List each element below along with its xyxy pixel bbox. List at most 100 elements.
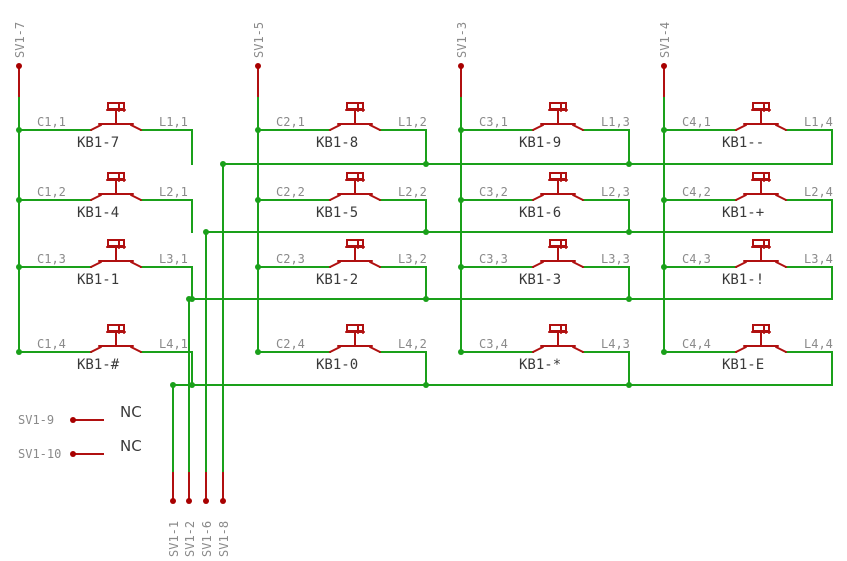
connector-pin-tip <box>255 63 261 69</box>
connector-pin-tip <box>70 451 76 457</box>
wire-layer <box>18 96 833 499</box>
pushbutton-symbol <box>532 324 584 353</box>
side-connector-label: SV1-9 <box>18 413 54 427</box>
column-pin-label: C3,3 <box>479 252 508 266</box>
switch-cap <box>107 324 125 332</box>
top-connector-label: SV1-4 <box>658 22 672 58</box>
switch-lead <box>90 124 102 131</box>
switch-lead <box>369 346 381 353</box>
switch-cap <box>752 239 770 247</box>
switch-lead <box>90 261 102 268</box>
bottom-connector-label: SV1-6 <box>200 521 214 557</box>
button-name: KB1-+ <box>722 205 764 221</box>
connector-pin-tip <box>70 417 76 423</box>
row-pin-label: L3,2 <box>398 252 427 266</box>
column-pin-label: C2,1 <box>276 115 305 129</box>
row-pin-label: L4,4 <box>804 337 833 351</box>
column-pin-label: C4,1 <box>682 115 711 129</box>
junction-dot <box>661 127 667 133</box>
column-pin-label: C2,4 <box>276 337 305 351</box>
switch-lead <box>369 194 381 201</box>
pushbutton-symbol <box>532 239 584 268</box>
junction-dot <box>626 229 632 235</box>
button-symbols-layer <box>90 102 787 353</box>
junction-dot <box>661 349 667 355</box>
top-connector-label: SV1-3 <box>455 22 469 58</box>
connector-pins-layer <box>16 63 667 504</box>
switch-lead <box>369 261 381 268</box>
switch-cap <box>107 102 125 110</box>
switch-lead <box>572 346 584 353</box>
row-pin-label: L2,3 <box>601 185 630 199</box>
row-pin-label: L2,4 <box>804 185 833 199</box>
switch-lead <box>735 194 747 201</box>
top-connector-label: SV1-5 <box>252 22 266 58</box>
switch-lead <box>775 261 787 268</box>
column-pin-label: C2,3 <box>276 252 305 266</box>
junction-dot <box>661 264 667 270</box>
column-pin-label: C3,1 <box>479 115 508 129</box>
row-pin-label: L3,1 <box>159 252 188 266</box>
junction-dot <box>16 197 22 203</box>
button-name: KB1-3 <box>519 272 561 288</box>
column-pin-label: C4,2 <box>682 185 711 199</box>
button-name: KB1-7 <box>77 135 119 151</box>
pushbutton-symbol <box>90 102 142 131</box>
pushbutton-symbol <box>735 324 787 353</box>
switch-lead <box>90 194 102 201</box>
bottom-connector-label: SV1-8 <box>217 521 231 557</box>
button-name: KB1-# <box>77 357 120 373</box>
button-name: KB1-* <box>519 357 561 373</box>
switch-cap <box>346 239 364 247</box>
column-pin-label: C3,2 <box>479 185 508 199</box>
switch-cap <box>752 324 770 332</box>
connector-pin-tip <box>661 63 667 69</box>
switch-cap <box>549 239 567 247</box>
junction-dot <box>423 229 429 235</box>
junction-dot <box>255 349 261 355</box>
row-pin-label: L1,2 <box>398 115 427 129</box>
switch-lead <box>775 124 787 131</box>
switch-lead <box>130 261 142 268</box>
junction-dot <box>255 127 261 133</box>
column-pin-label: C3,4 <box>479 337 508 351</box>
junction-dot <box>626 382 632 388</box>
pushbutton-symbol <box>735 239 787 268</box>
switch-lead <box>329 346 341 353</box>
switch-lead <box>329 124 341 131</box>
switch-cap <box>107 239 125 247</box>
switch-lead <box>735 346 747 353</box>
switch-lead <box>130 124 142 131</box>
row-pin-label: L3,4 <box>804 252 833 266</box>
column-pin-label: C1,4 <box>37 337 66 351</box>
switch-lead <box>369 124 381 131</box>
switch-cap <box>346 324 364 332</box>
row-pin-label: L2,2 <box>398 185 427 199</box>
button-name: KB1-0 <box>316 357 358 373</box>
column-pin-label: C4,3 <box>682 252 711 266</box>
top-connector-label: SV1-7 <box>13 22 27 58</box>
switch-cap <box>752 102 770 110</box>
switch-lead <box>532 346 544 353</box>
switch-lead <box>572 124 584 131</box>
column-pin-label: C1,1 <box>37 115 66 129</box>
connector-pin-tip <box>458 63 464 69</box>
switch-lead <box>775 194 787 201</box>
junction-dot <box>423 296 429 302</box>
row-pin-label: L3,3 <box>601 252 630 266</box>
button-name: KB1-4 <box>77 205 119 221</box>
pushbutton-symbol <box>329 239 381 268</box>
connector-pin-tip <box>203 498 209 504</box>
junction-dot <box>220 161 226 167</box>
row-pin-label: L4,3 <box>601 337 630 351</box>
switch-lead <box>532 194 544 201</box>
button-name: KB1-- <box>722 135 764 151</box>
button-name: KB1-8 <box>316 135 358 151</box>
button-name: KB1-2 <box>316 272 358 288</box>
column-pin-label: C2,2 <box>276 185 305 199</box>
pushbutton-symbol <box>90 172 142 201</box>
switch-cap <box>346 102 364 110</box>
button-name: KB1-5 <box>316 205 358 221</box>
column-pin-label: C4,4 <box>682 337 711 351</box>
junction-dot <box>626 161 632 167</box>
